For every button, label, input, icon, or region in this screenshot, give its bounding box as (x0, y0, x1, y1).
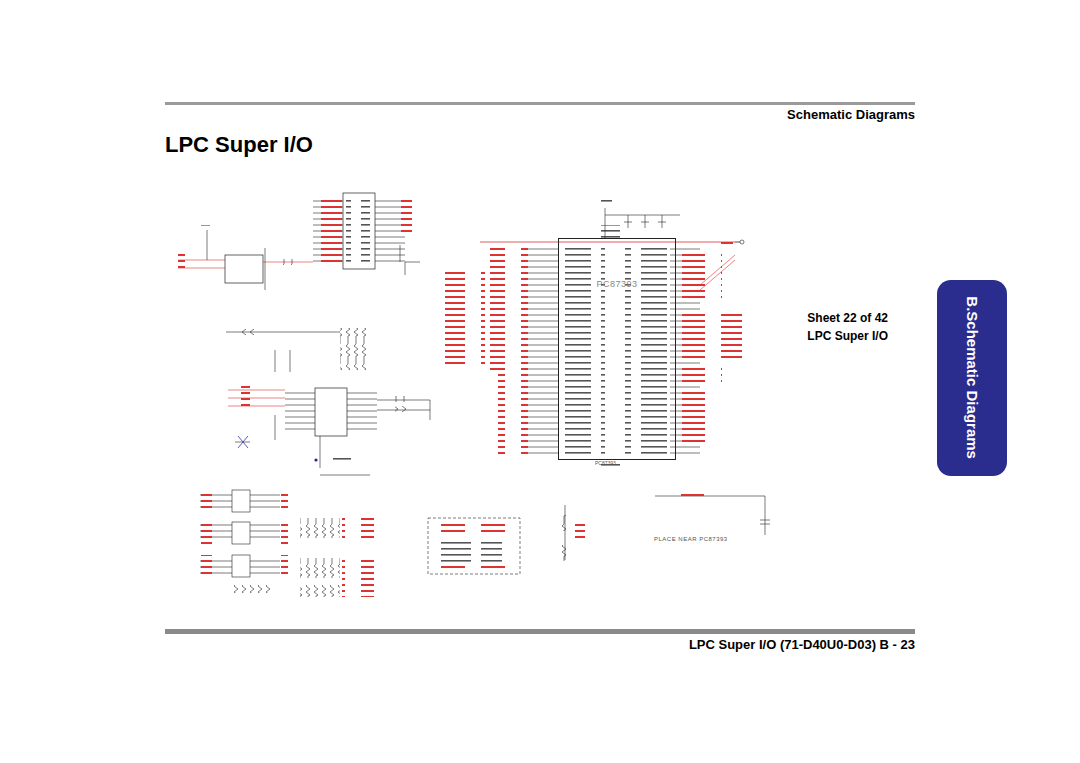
footer-bar (165, 629, 915, 634)
placement-note-box: PLACE NEAR PC87393 (650, 500, 772, 548)
sheet-number: Sheet 22 of 42 (807, 312, 888, 326)
page-footer: LPC Super I/O (71-D40U0-D03) B - 23 (689, 638, 915, 653)
section-tab-text: B.Schematic Diagrams (963, 297, 980, 460)
section-heading: Schematic Diagrams (787, 108, 915, 123)
node-text: PLACE NEAR PC87393 (654, 536, 772, 542)
header-bar (165, 102, 915, 105)
part-number: PC87393 (595, 461, 616, 467)
section-tab (937, 280, 1007, 476)
ic-chip: PC87393 (558, 238, 676, 460)
node-text: PC87393 (559, 279, 675, 289)
page-title: LPC Super I/O (165, 132, 313, 157)
sheet-title: LPC Super I/O (807, 330, 888, 344)
